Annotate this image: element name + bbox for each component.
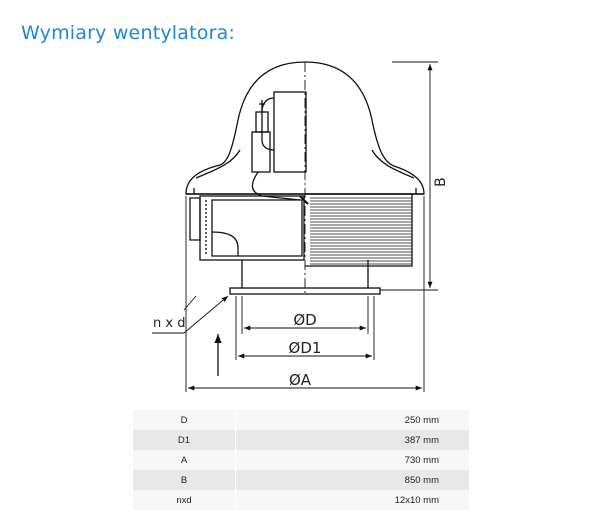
- row-key: D1: [133, 430, 236, 450]
- row-value: 850 mm: [235, 470, 469, 490]
- table-row: B 850 mm: [133, 470, 469, 490]
- impeller-housing: [305, 193, 413, 267]
- row-key: A: [133, 450, 236, 470]
- motor-block: [273, 91, 307, 173]
- impeller-louvers: [310, 197, 412, 265]
- row-key: nxd: [133, 490, 236, 510]
- label-D1: ØD1: [289, 339, 322, 357]
- label-nxd: n x d: [153, 316, 185, 331]
- row-key: D: [133, 410, 236, 430]
- row-value: 250 mm: [235, 410, 469, 430]
- row-key: B: [133, 470, 236, 490]
- label-A: ØA: [289, 371, 312, 389]
- neck: [241, 260, 369, 288]
- fan-body-outline: [185, 61, 425, 296]
- row-value: 12x10 mm: [235, 490, 469, 510]
- nxd-leader: [183, 295, 229, 334]
- inner-housing: [199, 195, 305, 261]
- hood-inner-line: [195, 149, 241, 179]
- row-value: 730 mm: [235, 450, 469, 470]
- fan-dimension-drawing: B ØD ØD1 ØA n x d: [152, 61, 449, 392]
- base-plate: [229, 287, 381, 295]
- label-D: ØD: [293, 311, 316, 329]
- label-B: B: [433, 177, 449, 187]
- table-row: nxd 12x10 mm: [133, 490, 469, 510]
- row-value: 387 mm: [235, 430, 469, 450]
- page-heading: Wymiary wentylatora:: [21, 22, 236, 44]
- table-row: A 730 mm: [133, 450, 469, 470]
- dimensions-table: D 250 mm D1 387 mm A 730 mm B 850 mm nxd…: [133, 410, 469, 510]
- table-row: D 250 mm: [133, 410, 469, 430]
- table-row: D1 387 mm: [133, 430, 469, 450]
